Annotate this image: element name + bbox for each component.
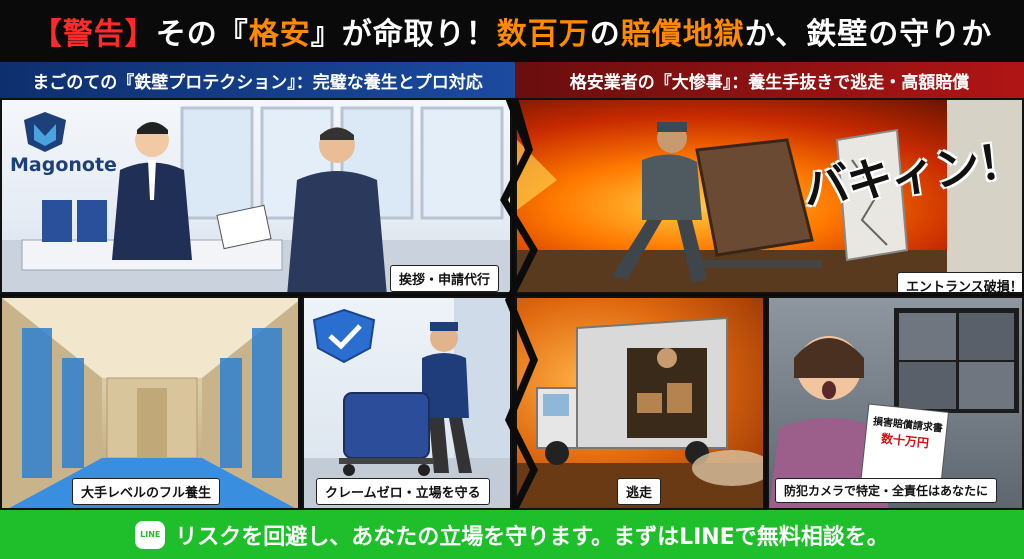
- caption-camera: 防犯カメラで特定・全責任はあなたに: [775, 478, 998, 503]
- line-cta-banner[interactable]: LINE リスクを回避し、あなたの立場を守ります。まずはLINEで無料相談を。: [0, 510, 1024, 559]
- title-warning: 【警告】: [31, 17, 156, 52]
- title-text-4: か、鉄壁の守りか: [744, 17, 993, 52]
- panel-camera: 損害賠償請求書 数十万円 防犯カメラで特定・全責任はあなたに: [767, 296, 1024, 510]
- panel-greeting: Magonote 挨拶・申請代行: [0, 98, 512, 294]
- caption-full-protection: 大手レベルのフル養生: [72, 478, 221, 505]
- line-cta-text: リスクを回避し、あなたの立場を守ります。まずはLINEで無料相談を。: [175, 524, 889, 550]
- title-hell: 賠償地獄: [620, 17, 745, 52]
- brand-logo: [20, 110, 70, 158]
- caption-greeting: 挨拶・申請代行: [390, 265, 500, 292]
- panel-full-protection: 大手レベルのフル養生: [0, 296, 300, 510]
- disaster-header: 格安業者の『大惨事』：養生手抜きで逃走・高額賠償: [515, 62, 1024, 98]
- title-text-1: その『: [155, 17, 249, 52]
- protection-header: まごのての『鉄壁プロテクション』：完璧な養生とプロ対応: [0, 62, 515, 98]
- panel-escape: 逃走: [515, 296, 765, 510]
- title-cheap: 格安: [248, 17, 311, 52]
- title-text-3: の: [589, 17, 621, 52]
- caption-escape: 逃走: [617, 478, 662, 505]
- panel-entrance-damage: エントランス破損！: [515, 98, 1024, 294]
- panel-zero-complaints: クレームゼロ・立場を守る: [302, 296, 512, 510]
- caption-zero-complaints: クレームゼロ・立場を守る: [316, 478, 490, 505]
- shield-logo-icon: [24, 112, 66, 152]
- accident-scene: [517, 100, 1022, 292]
- page-title: 【警告】 その『 格安 』が命取り！ 数百万 の 賠償地獄 か、鉄壁の守りか: [0, 0, 1024, 62]
- office-scene: [2, 106, 510, 292]
- title-text-2: 』が命取り！: [310, 17, 497, 52]
- brand-logo-text: Magonote: [10, 154, 117, 176]
- title-millions: 数百万: [496, 17, 590, 52]
- shield-check-icon: [312, 308, 376, 364]
- caption-entrance-damage: エントランス破損！: [897, 272, 1022, 292]
- line-icon: LINE: [135, 520, 166, 549]
